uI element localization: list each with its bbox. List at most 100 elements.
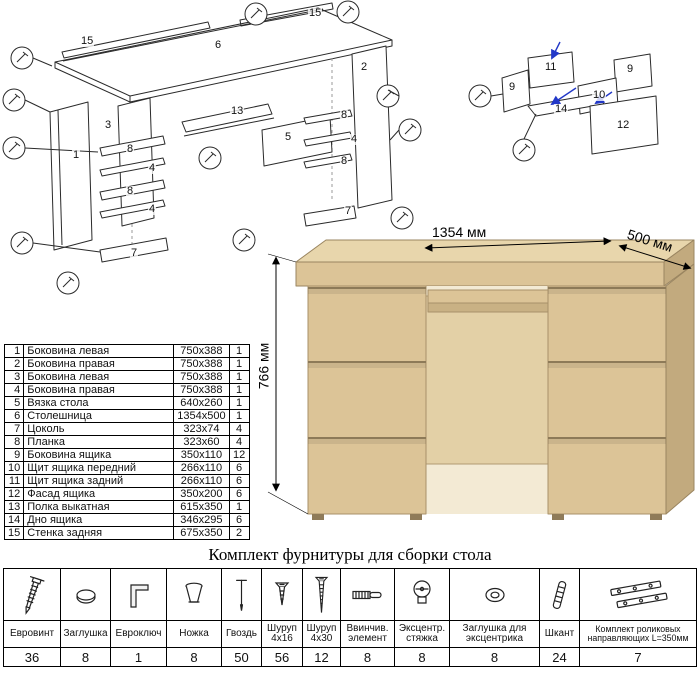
hardware-item-dowel: Шкант 24	[540, 569, 580, 666]
parts-table-row: 13 Полка выкатная 615x350 1	[3, 500, 250, 514]
part-size-cell: 323x74	[173, 422, 230, 436]
hardware-callout	[10, 46, 34, 70]
roller-guides-icon	[580, 569, 696, 620]
depth-dimension-arrow	[618, 244, 692, 270]
part-number-cell: 4	[3, 383, 25, 397]
width-dimension-label: 1354 мм	[432, 224, 487, 240]
hardware-item-eccentric-cap: Заглушка для эксцентрика 8	[450, 569, 540, 666]
dowel-icon	[540, 569, 579, 620]
part-label: 4	[350, 133, 359, 145]
width-dimension-arrow	[424, 237, 612, 252]
hardware-item-qty: 8	[61, 647, 110, 666]
part-label: 8	[340, 155, 349, 167]
desk-back-panel	[425, 295, 549, 465]
hardware-callout	[398, 118, 422, 142]
hardware-item-qty: 8	[450, 647, 539, 666]
part-name-cell: Боковина левая	[23, 370, 175, 384]
right-pedestal-side	[665, 263, 695, 515]
dimension-arrows	[267, 237, 692, 515]
hardware-item-name: Шуруп 4x30	[303, 620, 340, 647]
parts-table-row: 6 Столешница 1354x500 1	[3, 409, 250, 423]
hardware-callout	[56, 271, 80, 295]
part-qty-cell: 1	[228, 357, 250, 371]
eccentric-cam-icon	[395, 569, 449, 620]
part-name-cell: Боковина правая	[23, 383, 175, 397]
part-qty-cell: 1	[228, 383, 250, 397]
hardware-item-nail: Гвоздь 50	[222, 569, 262, 666]
hardware-item-qty: 7	[580, 647, 696, 666]
part-name-cell: Цоколь	[23, 422, 175, 436]
parts-table-row: 10 Щит ящика передний 266x110 6	[3, 461, 250, 475]
parts-table-row: 15 Стенка задняя 675x350 2	[3, 526, 250, 540]
part-label: 8	[126, 143, 135, 155]
parts-table-row: 2 Боковина правая 750x388 1	[3, 357, 250, 371]
part-size-cell: 750x388	[173, 357, 230, 371]
height-dimension-label: 766 мм	[255, 342, 272, 390]
hardware-item-screw-4x30: Шуруп 4x30 12	[303, 569, 341, 666]
part-qty-cell: 1	[228, 396, 250, 410]
parts-table-row: 7 Цоколь 323x74 4	[3, 422, 250, 436]
part-size-cell: 1354x500	[173, 409, 230, 423]
part-label: 1	[72, 149, 81, 161]
part-size-cell: 266x110	[173, 461, 230, 475]
part-name-cell: Вязка стола	[23, 396, 175, 410]
part-number-cell: 1	[3, 344, 25, 358]
hardware-item-qty: 1	[111, 647, 166, 666]
hardware-item-name: Шуруп 4x16	[262, 620, 302, 647]
hardware-item-name: Заглушка	[61, 620, 110, 647]
hardware-callout	[390, 206, 414, 230]
part-qty-cell: 6	[228, 461, 250, 475]
part-size-cell: 675x350	[173, 526, 230, 540]
part-qty-cell: 6	[228, 474, 250, 488]
part-qty-cell: 1	[228, 500, 250, 514]
hardware-item-eccentric: Эксцентр. стяжка 8	[395, 569, 450, 666]
hardware-callout	[512, 138, 536, 162]
part-number-cell: 5	[3, 396, 25, 410]
part-label: 3	[104, 119, 113, 131]
part-number-cell: 9	[3, 448, 25, 462]
part-qty-cell: 4	[228, 435, 250, 449]
parts-list-body: 1 Боковина левая 750x388 1 2 Боковина пр…	[3, 344, 250, 540]
hardware-kit-title: Комплект фурнитуры для сборки стола	[208, 545, 492, 564]
leg-icon	[167, 569, 221, 620]
hardware-item-qty: 24	[540, 647, 579, 666]
hardware-item-qty: 8	[167, 647, 221, 666]
hardware-item-hexkey: Евроключ 1	[111, 569, 167, 666]
part-number-cell: 8	[3, 435, 25, 449]
hardware-item-name: Ножка	[167, 620, 221, 647]
part-label: 15	[80, 35, 95, 47]
desk-top-front-edge	[295, 261, 665, 287]
part-name-cell: Щит ящика задний	[23, 474, 175, 488]
hardware-item-name: Евровинт	[4, 620, 60, 647]
hexkey-icon	[111, 569, 166, 620]
hardware-item-screw-4x16: Шуруп 4x16 56	[262, 569, 303, 666]
part-qty-cell: 4	[228, 422, 250, 436]
part-number-cell: 6	[3, 409, 25, 423]
desk-feet	[312, 514, 662, 520]
part-label: 13	[230, 105, 245, 117]
part-size-cell: 350x110	[173, 448, 230, 462]
drawer-exploded-art	[468, 41, 659, 162]
part-qty-cell: 2	[228, 526, 250, 540]
part-size-cell: 266x110	[173, 474, 230, 488]
part-name-cell: Планка	[23, 435, 175, 449]
part-number-cell: 15	[3, 526, 25, 540]
part-label: 9	[626, 63, 635, 75]
part-label: 14	[554, 103, 569, 115]
part-size-cell: 323x60	[173, 435, 230, 449]
part15-back-panel	[61, 21, 211, 59]
part-label: 9	[508, 81, 517, 93]
hardware-callouts	[2, 0, 422, 295]
hardware-item-name: Эксцентр. стяжка	[395, 620, 449, 647]
parts-table-row: 12 Фасад ящика 350x200 6	[3, 487, 250, 501]
parts-table-row: 5 Вязка стола 640x260 1	[3, 396, 250, 410]
hardware-item-name: Шкант	[540, 620, 579, 647]
hardware-callout	[232, 228, 256, 252]
part-qty-cell: 1	[228, 344, 250, 358]
hardware-item-name: Гвоздь	[222, 620, 261, 647]
part-name-cell: Дно ящика	[23, 513, 175, 527]
hardware-callout	[336, 0, 360, 24]
part2-side-panel	[351, 45, 393, 209]
hardware-item-qty: 8	[341, 647, 394, 666]
hardware-item-cap: Заглушка 8	[61, 569, 111, 666]
